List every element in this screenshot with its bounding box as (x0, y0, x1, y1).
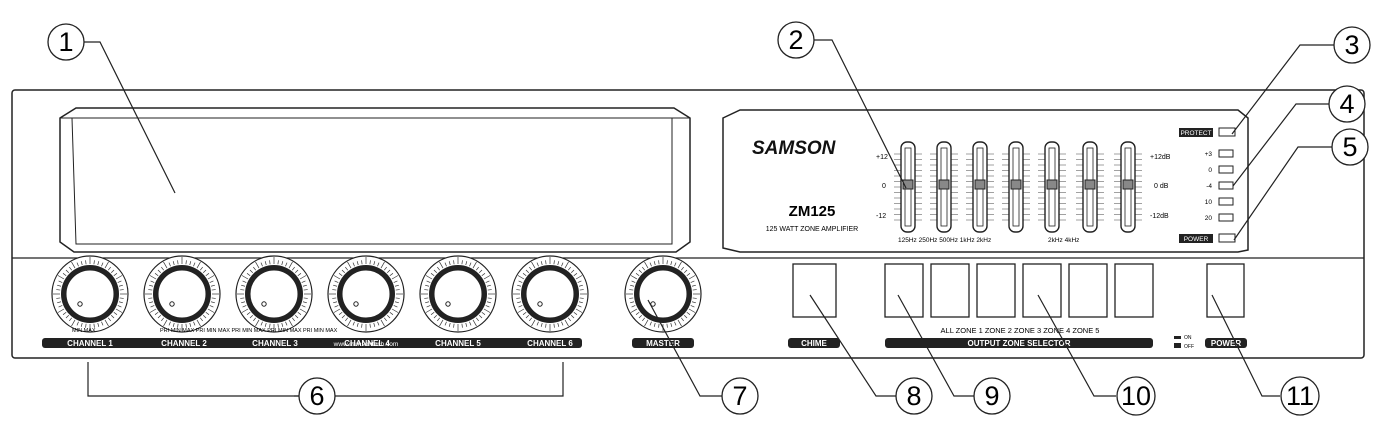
power-label: POWER (1211, 339, 1241, 348)
zone-button-5[interactable] (1114, 263, 1154, 318)
callout-11: 11 (1286, 381, 1314, 411)
meter-led-minus4 (1218, 181, 1234, 190)
zone-button-4[interactable] (1068, 263, 1108, 318)
meter-led-plus3 (1218, 149, 1234, 158)
eq-frequency-labels-right: 2kHz 4kHz (1048, 237, 1079, 244)
channel-5-knob[interactable] (419, 255, 497, 333)
eq-sliders (894, 141, 1142, 233)
callout-9: 9 (984, 381, 999, 411)
callout-10: 10 (1121, 381, 1151, 411)
eq-slider[interactable] (1038, 141, 1066, 233)
channel-2-knob[interactable] (143, 255, 221, 333)
meter-label-plus3: +3 (1205, 151, 1213, 158)
power-off-label: OFF (1184, 344, 1194, 350)
chime-label-bar (788, 338, 840, 348)
power-led-label: POWER (1184, 236, 1209, 243)
eq-frequency-labels-left: 125Hz 250Hz 500Hz 1kHz 2kHz (898, 237, 991, 244)
protect-led (1218, 127, 1236, 137)
callout-2: 2 (788, 25, 803, 55)
callout-7: 7 (732, 381, 747, 411)
website-label: www.samsontech.com (333, 341, 399, 348)
power-label-box (1179, 234, 1213, 243)
brand-logo: SAMSON (752, 138, 837, 159)
zone-names-label: ALL ZONE 1 ZONE 2 ZONE 3 ZONE 4 ZONE 5 (941, 326, 1100, 335)
callout-5: 5 (1342, 132, 1357, 162)
output-zone-label-bar (885, 338, 1153, 348)
knobs (51, 255, 702, 333)
chime-button[interactable] (792, 263, 837, 318)
eq-slider[interactable] (966, 141, 994, 233)
eq-left-scale-bottom: -12 (876, 213, 886, 220)
eq-slider[interactable] (894, 141, 922, 233)
eq-right-scale-mid: 0 dB (1154, 183, 1169, 190)
meter-label-0: 0 (1208, 167, 1212, 174)
model-subtitle: 125 WATT ZONE AMPLIFIER (766, 226, 858, 233)
zone-button-1[interactable] (930, 263, 970, 318)
cover-panel (59, 107, 691, 253)
chime-label: CHIME (801, 339, 827, 348)
meter-led-10 (1218, 197, 1234, 206)
zone-button-3[interactable] (1022, 263, 1062, 318)
channel1-min-max-label: MIN MAX (72, 328, 96, 334)
channel-4-knob[interactable] (327, 255, 405, 333)
meter-led-0 (1218, 165, 1234, 174)
meter-label-20: 20 (1205, 215, 1213, 222)
model-name: ZM125 (789, 203, 836, 220)
callout-3: 3 (1344, 30, 1359, 60)
eq-slider[interactable] (1114, 141, 1142, 233)
power-off-indicator-icon (1174, 343, 1181, 348)
eq-left-scale-mid: 0 (882, 183, 886, 190)
master-knob[interactable] (624, 255, 702, 333)
zone-button-2[interactable] (976, 263, 1016, 318)
master-label: MASTER (646, 339, 680, 348)
channel-6-knob[interactable] (511, 255, 589, 333)
channel-label-1: CHANNEL 1 (67, 339, 113, 348)
callout-6: 6 (309, 381, 324, 411)
level-meter: PROTECT +3 0 -4 10 20 POWER (1179, 127, 1236, 243)
protect-label-box (1179, 128, 1213, 137)
channel-label-5: CHANNEL 5 (435, 339, 481, 348)
channel-label-bar (42, 338, 582, 348)
channel-3-knob[interactable] (235, 255, 313, 333)
callout-1: 1 (58, 27, 73, 57)
meter-label-10: 10 (1205, 199, 1213, 206)
power-button[interactable] (1206, 263, 1245, 318)
eq-right-scale-bottom: -12dB (1150, 213, 1169, 220)
eq-right-scale-top: +12dB (1150, 154, 1171, 161)
master-label-bar (632, 338, 694, 348)
callout-8: 8 (906, 381, 921, 411)
channel-label-3: CHANNEL 3 (252, 339, 298, 348)
meter-label-minus4: -4 (1206, 183, 1212, 190)
eq-slider[interactable] (930, 141, 958, 233)
eq-left-scale-top: +12 (876, 154, 888, 161)
zone-button-all[interactable] (884, 263, 924, 318)
channel-1-knob[interactable] (51, 255, 129, 333)
eq-slider[interactable] (1002, 141, 1030, 233)
channel-pri-min-max-labels: PRI MIN MAX PRI MIN MAX PRI MIN MAX PRI … (160, 328, 338, 334)
callouts: 1 2 3 4 5 6 7 8 9 10 11 (47, 21, 1371, 416)
power-led (1218, 233, 1236, 243)
output-zone-label: OUTPUT ZONE SELECTOR (968, 339, 1071, 348)
meter-led-20 (1218, 213, 1234, 222)
leader-lines (84, 39, 1334, 397)
protect-label: PROTECT (1180, 130, 1211, 137)
eq-slider[interactable] (1076, 141, 1104, 233)
channel-label-4: CHANNEL 4 (344, 339, 390, 348)
channel-label-2: CHANNEL 2 (161, 339, 207, 348)
callout-4: 4 (1339, 89, 1354, 119)
power-on-label: ON (1184, 335, 1192, 341)
channel-label-6: CHANNEL 6 (527, 339, 573, 348)
power-on-indicator-icon (1174, 336, 1181, 339)
